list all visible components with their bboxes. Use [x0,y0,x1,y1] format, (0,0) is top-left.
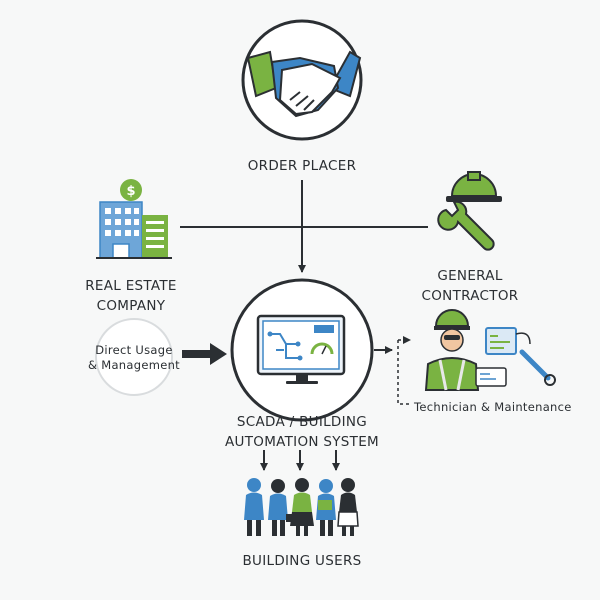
general-contractor-label: GENERAL CONTRACTOR [400,266,540,306]
monitor-dashboard-icon [230,278,374,422]
connectors [180,180,428,471]
handshake-icon [241,19,363,141]
user-figure [290,478,314,536]
scada-label: SCADA / BUILDING AUTOMATION SYSTEM [202,412,402,452]
big-arrow-icon [182,343,227,365]
direct-usage-label-line2: & Management [88,358,180,372]
scada-label-line1: SCADA / BUILDING [236,414,368,430]
user-figure [316,479,336,536]
general-contractor-label-line1: GENERAL [437,268,503,284]
scada-label-line2: AUTOMATION SYSTEM [225,434,379,450]
user-figure [268,479,293,536]
people-group-icon [244,478,359,536]
technician-label: Technician & Maintenance [414,400,572,414]
order-placer-label: ORDER PLACER [247,158,357,174]
direct-usage-label: Direct Usage & Management [84,343,184,373]
general-contractor-label-line2: CONTRACTOR [421,288,519,304]
direct-usage-circle [95,318,173,396]
user-figure [244,478,264,536]
connector-technician-dashed [397,340,410,405]
user-figure [337,478,359,536]
technician-icon [424,309,556,391]
building-users-label: BUILDING USERS [242,553,362,569]
real-estate-label-line2: COMPANY [96,298,166,314]
svg-text:$: $ [126,184,135,199]
real-estate-label-line1: REAL ESTATE [85,278,177,294]
direct-usage-label-line1: Direct Usage [95,343,173,357]
hardhat-wrench-icon [437,171,502,251]
real-estate-label: REAL ESTATE COMPANY [56,276,206,316]
office-building-dollar-icon: $ [96,179,172,259]
